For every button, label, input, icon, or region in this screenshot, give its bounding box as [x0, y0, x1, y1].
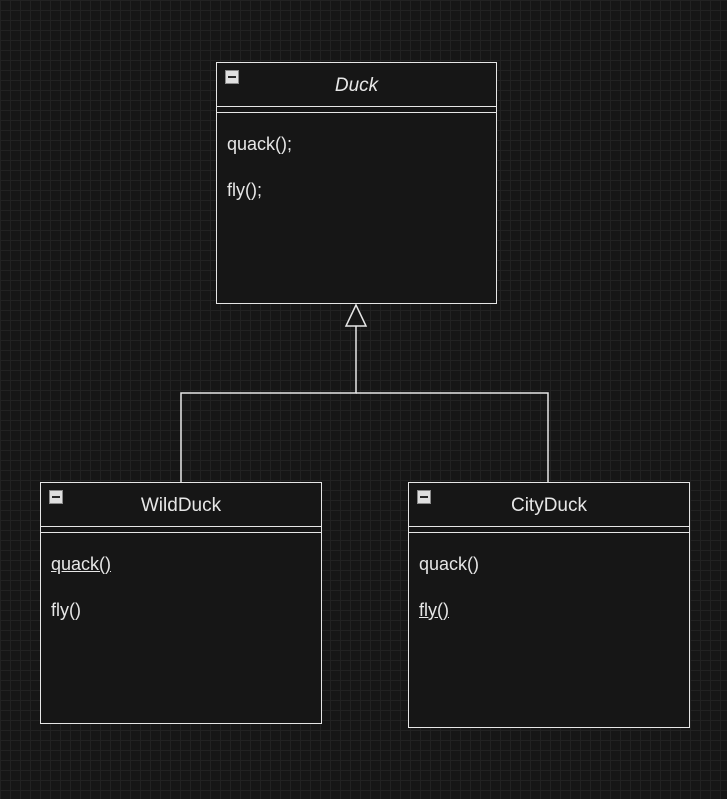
- class-name: Duck: [334, 75, 379, 96]
- class-duck[interactable]: Duck quack(); fly();: [216, 62, 497, 304]
- class-header: Duck: [217, 63, 496, 113]
- class-header: CityDuck: [409, 483, 689, 533]
- method-list: quack() fly(): [51, 553, 311, 645]
- method-list: quack(); fly();: [227, 133, 486, 225]
- class-cityduck[interactable]: CityDuck quack() fly(): [408, 482, 690, 728]
- method-list: quack() fly(): [419, 553, 679, 645]
- method-fly: fly(): [419, 600, 449, 620]
- collapse-icon[interactable]: [417, 490, 431, 504]
- wildduck-inheritance-line: [180, 326, 357, 483]
- collapse-icon[interactable]: [49, 490, 63, 504]
- collapse-icon[interactable]: [225, 70, 239, 84]
- method-fly: fly();: [227, 180, 262, 200]
- method-quack: quack();: [227, 134, 293, 154]
- inheritance-arrowhead-icon: [344, 303, 368, 327]
- cityduck-inheritance-line: [356, 392, 549, 483]
- class-name: WildDuck: [140, 495, 222, 516]
- class-name: CityDuck: [510, 495, 587, 516]
- method-fly: fly(): [51, 600, 81, 620]
- class-wildduck[interactable]: WildDuck quack() fly(): [40, 482, 322, 724]
- method-quack: quack(): [51, 554, 112, 574]
- class-header: WildDuck: [41, 483, 321, 533]
- method-quack: quack(): [419, 554, 480, 574]
